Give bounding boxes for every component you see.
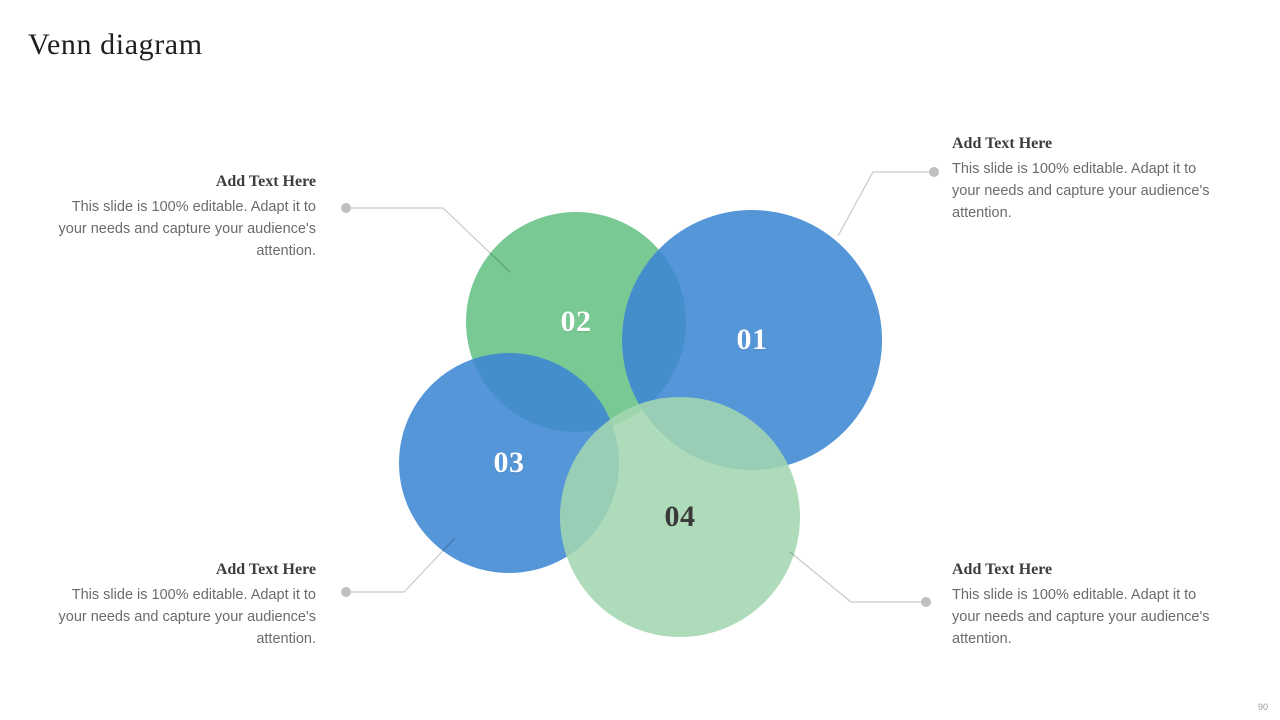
text-block-bottom-right-heading: Add Text Here [952,561,1053,578]
text-block-bottom-right: Add Text Here This slide is 100% editabl… [952,560,1220,650]
text-block-bottom-left-body: This slide is 100% editable. Adapt it to… [58,587,317,648]
text-block-top-left-body: This slide is 100% editable. Adapt it to… [58,199,317,260]
venn-diagram: 01 02 03 04 [340,150,940,660]
text-block-bottom-left: Add Text Here This slide is 100% editabl… [48,560,317,650]
text-block-top-right-body: This slide is 100% editable. Adapt it to… [952,161,1210,222]
text-block-top-right-heading: Add Text Here [952,135,1053,152]
text-block-top-left-heading: Add Text Here [215,173,316,190]
text-block-bottom-left-heading: Add Text Here [215,561,316,578]
text-block-top-left: Add Text Here This slide is 100% editabl… [48,172,317,262]
venn-circles [399,210,882,637]
text-block-top-right: Add Text Here This slide is 100% editabl… [952,134,1220,224]
venn-circle-04[interactable] [560,397,800,637]
text-block-bottom-right-body: This slide is 100% editable. Adapt it to… [952,587,1210,648]
page-number: 90 [1257,702,1268,712]
page-title: Venn diagram [28,28,203,61]
